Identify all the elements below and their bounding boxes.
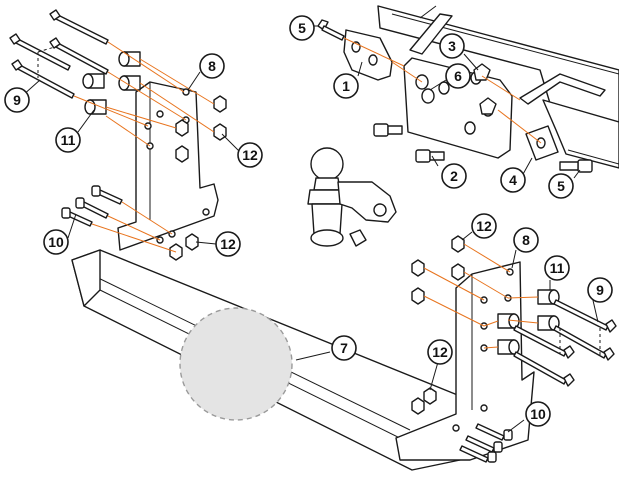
bolts-left-part-9 xyxy=(9,9,109,99)
svg-text:3: 3 xyxy=(448,38,456,54)
svg-text:8: 8 xyxy=(208,58,216,74)
svg-text:9: 9 xyxy=(596,282,604,298)
side-plate-left-part-8 xyxy=(117,81,219,251)
svg-text:12: 12 xyxy=(476,218,492,234)
svg-text:12: 12 xyxy=(220,236,236,252)
svg-text:12: 12 xyxy=(242,147,258,163)
nuts-left-part-12 xyxy=(169,95,227,261)
svg-text:2: 2 xyxy=(450,168,458,184)
callout-12-right-upper: 12 xyxy=(471,213,497,239)
bolts-right-part-9 xyxy=(513,299,617,387)
svg-text:10: 10 xyxy=(530,406,546,422)
callout-leader-lines xyxy=(21,25,599,433)
spacers-right-part-11 xyxy=(497,289,560,355)
callout-5-right: 5 xyxy=(548,173,574,199)
svg-text:12: 12 xyxy=(432,344,448,360)
alignment-guide-lines xyxy=(73,37,542,349)
callout-9-left: 9 xyxy=(4,87,30,113)
svg-text:1: 1 xyxy=(342,78,350,94)
svg-text:11: 11 xyxy=(550,260,565,276)
callout-12-left-lower: 12 xyxy=(215,231,241,257)
spacer-plate-part-4 xyxy=(525,125,559,161)
callout-11-right: 11 xyxy=(544,255,570,281)
callout-1: 1 xyxy=(333,73,359,99)
callout-10-right: 10 xyxy=(525,401,551,427)
svg-text:5: 5 xyxy=(557,178,565,194)
callout-3: 3 xyxy=(439,33,465,59)
callout-6: 6 xyxy=(445,63,471,89)
placeholder-circle xyxy=(179,307,293,421)
svg-text:8: 8 xyxy=(522,232,530,248)
callout-8-left: 8 xyxy=(199,53,225,79)
callout-12-left-upper: 12 xyxy=(237,142,263,168)
bolt-part-5-right xyxy=(559,159,593,173)
callout-7: 7 xyxy=(331,335,357,361)
callout-8-right: 8 xyxy=(513,227,539,253)
callout-5-top: 5 xyxy=(289,15,315,41)
callout-10-left: 10 xyxy=(43,229,69,255)
nuts-right-part-12 xyxy=(411,235,465,415)
dashed-connector-lines xyxy=(37,45,601,356)
bolt-part-2-a xyxy=(373,123,403,137)
callout-4: 4 xyxy=(500,167,526,193)
callout-11-left: 11 xyxy=(55,127,81,153)
part-number-callouts: 9 11 8 12 10 12 5 1 3 6 2 4 5 12 8 11 9 … xyxy=(4,15,613,427)
bolts-left-part-10 xyxy=(61,185,123,227)
callout-9-right: 9 xyxy=(587,277,613,303)
tow-ball-assembly xyxy=(307,147,397,247)
svg-text:5: 5 xyxy=(298,20,306,36)
bolt-part-5-top xyxy=(317,19,345,41)
chassis-mounting-plate xyxy=(403,57,513,159)
bolts-right-part-10 xyxy=(459,423,513,463)
svg-text:9: 9 xyxy=(13,92,21,108)
svg-text:10: 10 xyxy=(48,234,64,250)
svg-text:7: 7 xyxy=(340,340,348,356)
svg-text:4: 4 xyxy=(509,172,517,188)
svg-text:11: 11 xyxy=(61,132,76,148)
mounting-bracket-part-1 xyxy=(343,29,393,81)
callout-2: 2 xyxy=(441,163,467,189)
callout-12-right-lower: 12 xyxy=(427,339,453,365)
svg-text:6: 6 xyxy=(454,68,462,84)
bolt-part-2-b xyxy=(415,149,445,163)
